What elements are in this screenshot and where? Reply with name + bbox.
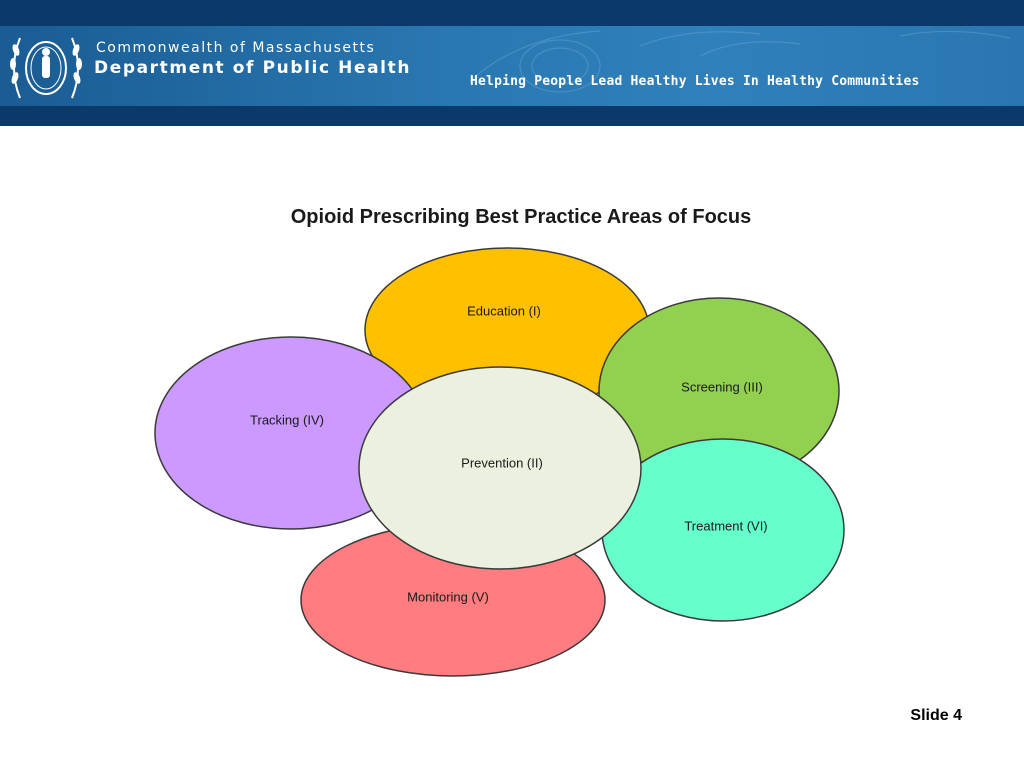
header-leaf-decoration xyxy=(469,30,1011,93)
focus-area-prevention: Prevention (II) xyxy=(358,366,642,570)
org-name-line1: Commonwealth of Massachusetts xyxy=(96,40,376,56)
header-banner: Commonwealth of Massachusetts Department… xyxy=(0,26,1024,106)
header-top-strip xyxy=(0,0,1024,26)
diagram-title: Opioid Prescribing Best Practice Areas o… xyxy=(290,206,752,228)
header-bottom-strip xyxy=(0,106,1024,126)
org-name-line2: Department of Public Health xyxy=(94,58,412,78)
ellipse-prevention xyxy=(358,366,642,570)
label-monitoring: Monitoring (V) xyxy=(407,589,489,604)
focus-area-screening: Screening (III) xyxy=(598,297,840,485)
header-tagline: Helping People Lead Healthy Lives In Hea… xyxy=(470,74,920,89)
label-tracking: Tracking (IV) xyxy=(250,412,324,427)
focus-area-treatment: Treatment (VI) xyxy=(601,438,845,622)
slide-number: Slide 4 xyxy=(910,707,962,724)
massachusetts-seal-icon xyxy=(10,37,82,99)
label-prevention: Prevention (II) xyxy=(461,455,543,470)
label-screening: Screening (III) xyxy=(681,379,763,394)
label-education: Education (I) xyxy=(467,303,541,318)
label-treatment: Treatment (VI) xyxy=(684,518,767,533)
